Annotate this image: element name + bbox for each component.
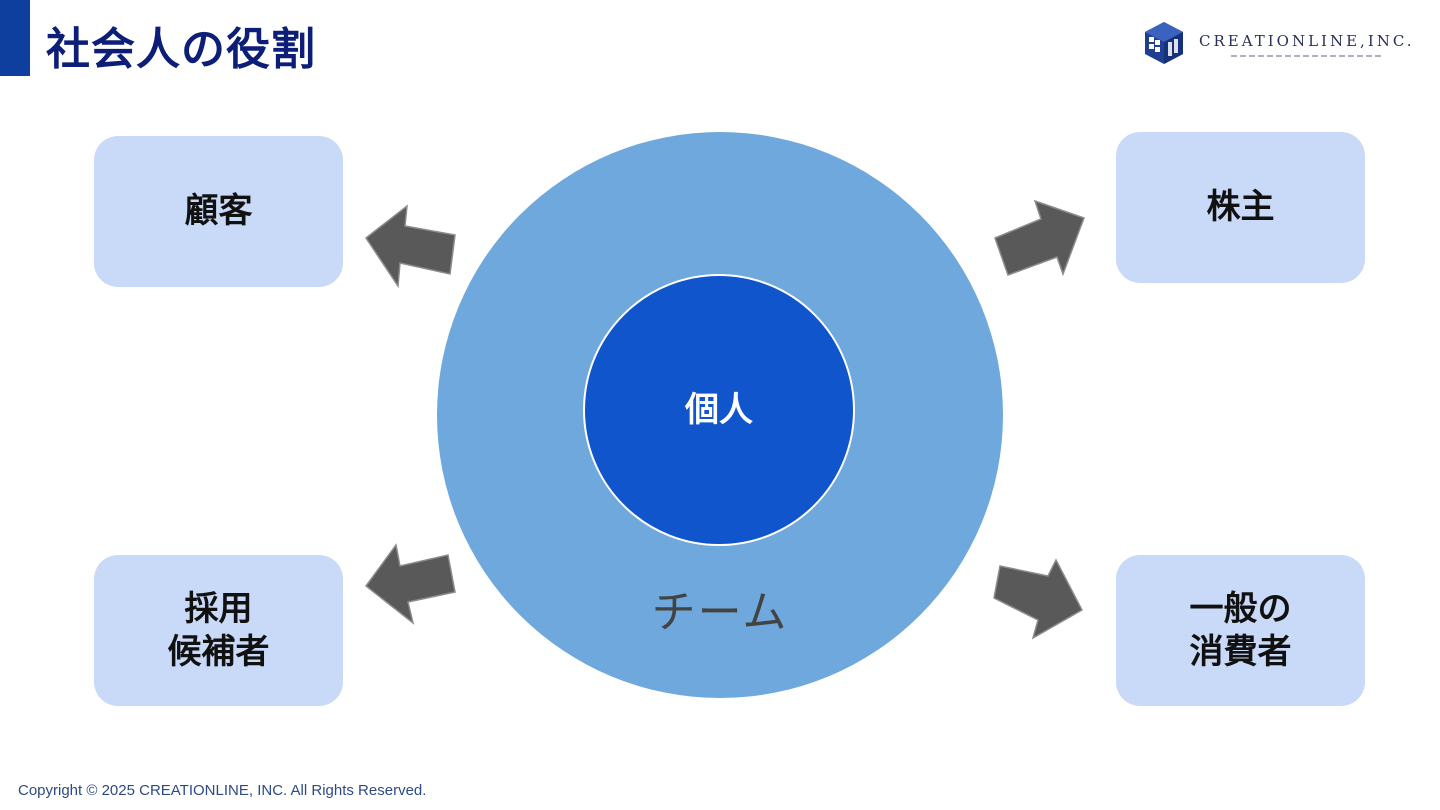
individual-label: 個人: [685, 390, 753, 430]
stakeholder-box-customer: 顧客: [94, 136, 343, 287]
stakeholder-label-candidate: 採用 候補者: [167, 588, 270, 672]
stakeholder-box-shareholder: 株主: [1116, 132, 1365, 283]
team-label: チーム: [651, 587, 789, 638]
arrow-to-candidate-icon: [364, 543, 456, 625]
individual-circle: [583, 274, 855, 546]
arrow-to-customer-icon: [364, 204, 456, 289]
arrow-to-shareholder-icon: [994, 199, 1085, 277]
company-logo: CREATIONLINE,INC.: [1143, 18, 1423, 70]
title-accent-bar: [0, 0, 30, 76]
arrow-to-consumer-icon: [993, 558, 1083, 640]
cube-logo-icon: [1145, 22, 1183, 64]
page-title: 社会人の役割: [46, 24, 316, 75]
logo-wordmark: CREATIONLINE,INC.: [1199, 32, 1415, 50]
stakeholder-label-consumer: 一般の 消費者: [1189, 588, 1292, 672]
copyright-footer: Copyright © 2025 CREATIONLINE, INC. All …: [18, 782, 427, 799]
stakeholder-label-customer: 顧客: [184, 191, 253, 231]
stakeholder-box-candidate: 採用 候補者: [94, 555, 343, 706]
logo-tagline-decoration: [1231, 55, 1381, 57]
stakeholder-box-consumer: 一般の 消費者: [1116, 555, 1365, 706]
stakeholder-label-shareholder: 株主: [1206, 187, 1275, 227]
